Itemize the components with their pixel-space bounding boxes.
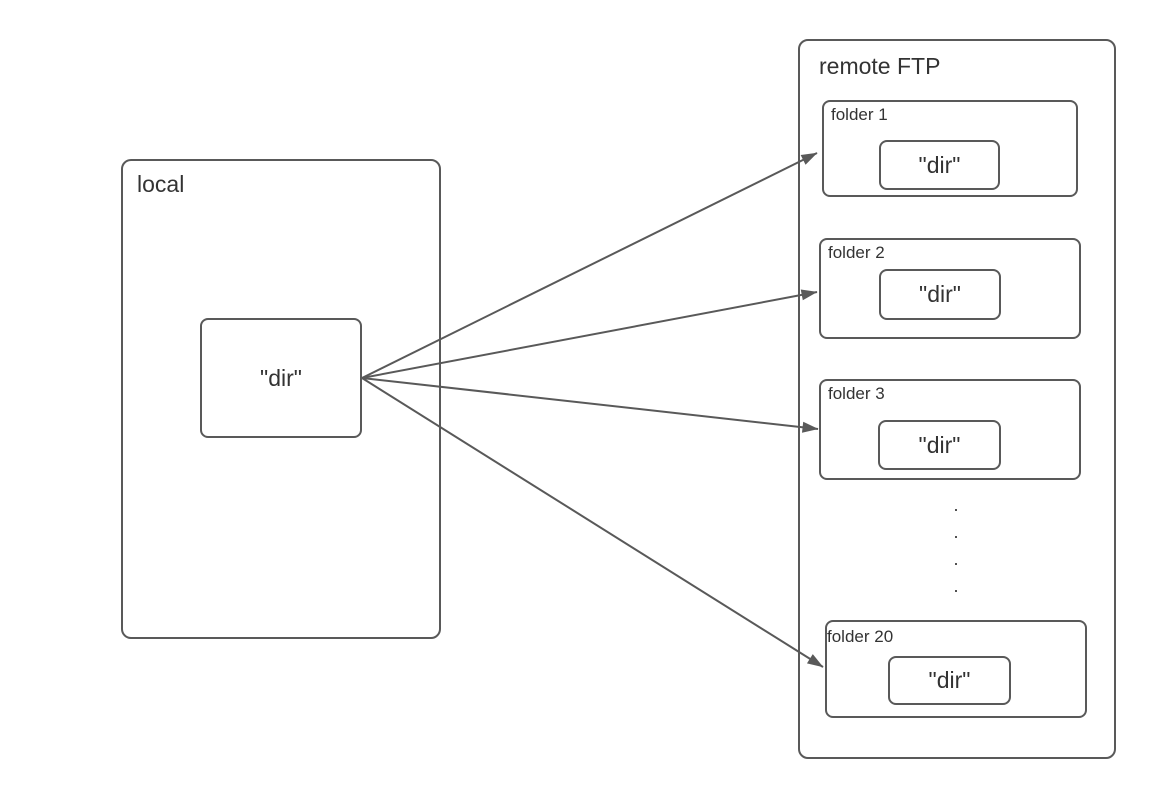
folder-label: folder 2 [828,243,885,262]
folder-1-node: folder 1 "dir" [822,100,1078,197]
ellipsis-dot: . [953,522,959,542]
remote-ftp-box-title: remote FTP [819,53,941,79]
dir-node-label: "dir" [260,364,302,391]
ellipsis-dot: . [953,576,959,596]
local-dir-node: "dir" [200,318,362,438]
local-box-title: local [137,171,185,197]
dir-node-label: "dir" [919,281,961,307]
folder-20-node: folder 20 "dir" [825,620,1087,718]
folder-label: folder 20 [827,627,894,646]
vertical-ellipsis: . . . . [948,492,964,600]
folder-20-dir-node: "dir" [888,656,1011,705]
dir-node-label: "dir" [918,431,961,458]
folder-2-dir-node: "dir" [879,269,1001,320]
folder-label: folder 3 [828,384,885,403]
folder-label: folder 1 [831,105,888,124]
dir-node-label: "dir" [918,151,961,178]
ellipsis-dot: . [953,495,959,515]
folder-3-dir-node: "dir" [878,420,1001,470]
folder-1-dir-node: "dir" [879,140,1000,190]
dir-node-label: "dir" [928,667,971,693]
remote-ftp-box: remote FTP folder 1 "dir" folder 2 "dir"… [798,39,1116,759]
local-box: local "dir" [121,159,441,639]
folder-3-node: folder 3 "dir" [819,379,1081,480]
folder-2-node: folder 2 "dir" [819,238,1081,339]
ellipsis-dot: . [953,549,959,569]
